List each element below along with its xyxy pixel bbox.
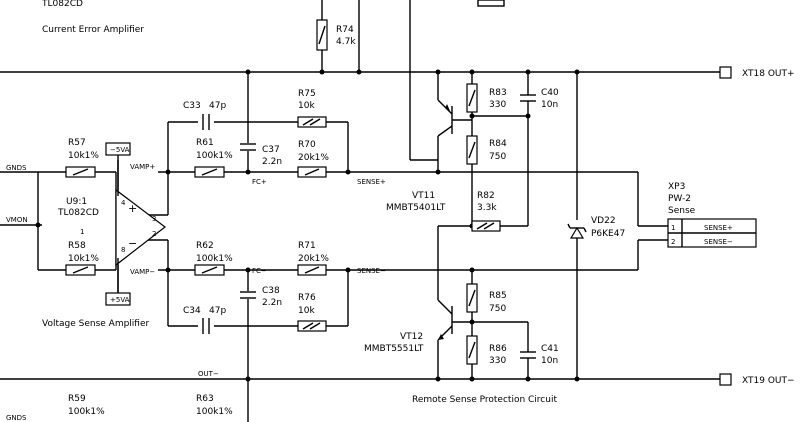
xp3-pin1-num: 1 (671, 224, 675, 232)
c41-value: 10n (541, 356, 558, 366)
opamp-pin1: 1 (80, 228, 84, 236)
net-sense-plus: SENSE+ (357, 178, 386, 186)
r74-ref: R74 (336, 25, 354, 35)
r74-value: 4.7k (336, 37, 356, 47)
resistor-symbols-vertical (316, 19, 478, 365)
r71-value: 20k1% (298, 254, 329, 264)
xt18-label: XT18 OUT+ (742, 69, 795, 79)
opamp-ref: U9:1 (66, 197, 87, 207)
r63-value: 100k1% (196, 407, 233, 417)
c38-value: 2.2n (262, 298, 282, 308)
connector-xt18 (719, 66, 732, 79)
c41-ref: C41 (541, 344, 559, 354)
r61-ref: R61 (196, 138, 214, 148)
net-fc-plus: FC+ (252, 178, 267, 186)
tl082cd-top-label: TL082CD (41, 0, 83, 9)
transistor-vt11 (437, 99, 472, 137)
r75-ref: R75 (298, 89, 316, 99)
opamp-minus-sign: − (128, 237, 137, 250)
vt11-value: MMBT5401LT (386, 203, 446, 213)
c38-ref: C38 (262, 286, 280, 296)
c40-ref: C40 (541, 88, 559, 98)
r62-value: 100k1% (196, 254, 233, 264)
r58-value: 10k1% (68, 254, 99, 264)
opamp-part: TL082CD (57, 208, 99, 218)
net-vamp-minus: VAMP− (130, 268, 155, 276)
r85-value: 750 (489, 304, 506, 314)
r71-ref: R71 (298, 241, 316, 251)
opamp-pin8: 8 (121, 246, 125, 254)
capacitor-symbols (202, 94, 536, 359)
c40-value: 10n (541, 100, 558, 110)
r57-value: 10k1% (68, 151, 99, 161)
r83-value: 330 (489, 100, 506, 110)
net-gnds-bottom: GNDS (6, 414, 27, 422)
xp3-pin2-num: 2 (671, 238, 675, 246)
c37-ref: C37 (262, 145, 280, 155)
vt12-value: MMBT5551LT (364, 344, 424, 354)
tvs-diode-vd22 (567, 223, 587, 239)
net-sense-minus: SENSE− (357, 267, 386, 275)
opamp-pin2: 2 (152, 230, 156, 238)
r70-value: 20k1% (298, 153, 329, 163)
r62-ref: R62 (196, 241, 214, 251)
r76-ref: R76 (298, 293, 316, 303)
r63-ref: R63 (196, 394, 214, 404)
net-vmon: VMON (6, 216, 28, 224)
vt12-ref: VT12 (400, 332, 423, 342)
net-gnds: GNDS (6, 164, 27, 172)
r82-ref: R82 (477, 191, 495, 201)
opamp-supply-pos: +5VA (110, 296, 130, 304)
opamp-pin4: 4 (121, 199, 126, 207)
transistor-vt12 (437, 299, 472, 341)
opamp-supply-neg: −5VA (110, 146, 130, 154)
top-component-box (477, 0, 505, 7)
vd22-value: P6KE47 (591, 229, 625, 239)
r84-ref: R84 (489, 139, 507, 149)
connector-xp3 (667, 218, 757, 248)
r82-value: 3.3k (477, 203, 497, 213)
net-vamp-plus: VAMP+ (130, 163, 155, 171)
resistor-symbols (65, 116, 501, 332)
r57-ref: R57 (68, 138, 86, 148)
remote-sense-title: Remote Sense Protection Circuit (412, 395, 557, 405)
c34-ref: C34 (183, 306, 201, 316)
xp3-part: PW-2 (668, 194, 691, 204)
xt19-label: XT19 OUT− (742, 376, 795, 386)
r59-value: 100k1% (68, 407, 105, 417)
opamp-plus-sign: + (128, 202, 137, 215)
r86-value: 330 (489, 356, 506, 366)
r76-value: 10k (298, 306, 315, 316)
wires (0, 0, 720, 422)
r70-ref: R70 (298, 140, 316, 150)
current-error-amp-title: Current Error Amplifier (42, 25, 144, 35)
xp3-ref: XP3 (668, 182, 685, 192)
r58-ref: R58 (68, 241, 86, 251)
c33-value: 47p (209, 101, 226, 111)
xp3-pin2-name: SENSE− (704, 238, 733, 246)
c34-value: 47p (209, 306, 226, 316)
connector-xt19 (719, 373, 732, 386)
r86-ref: R86 (489, 344, 507, 354)
r83-ref: R83 (489, 88, 507, 98)
opamp-pin3: 3 (152, 215, 156, 223)
net-out-minus: OUT− (198, 370, 219, 378)
r59-ref: R59 (68, 394, 86, 404)
vd22-ref: VD22 (591, 216, 616, 226)
c33-ref: C33 (183, 101, 201, 111)
opamp-u9 (105, 142, 166, 306)
r61-value: 100k1% (196, 151, 233, 161)
xp3-pin1-name: SENSE+ (704, 224, 733, 232)
r75-value: 10k (298, 101, 315, 111)
net-fc-minus: FC− (252, 267, 267, 275)
vt11-ref: VT11 (412, 191, 435, 201)
r85-ref: R85 (489, 291, 507, 301)
xp3-name: Sense (668, 206, 696, 216)
r84-value: 750 (489, 152, 506, 162)
c37-value: 2.2n (262, 157, 282, 167)
voltage-sense-amp-title: Voltage Sense Amplifier (42, 319, 150, 329)
